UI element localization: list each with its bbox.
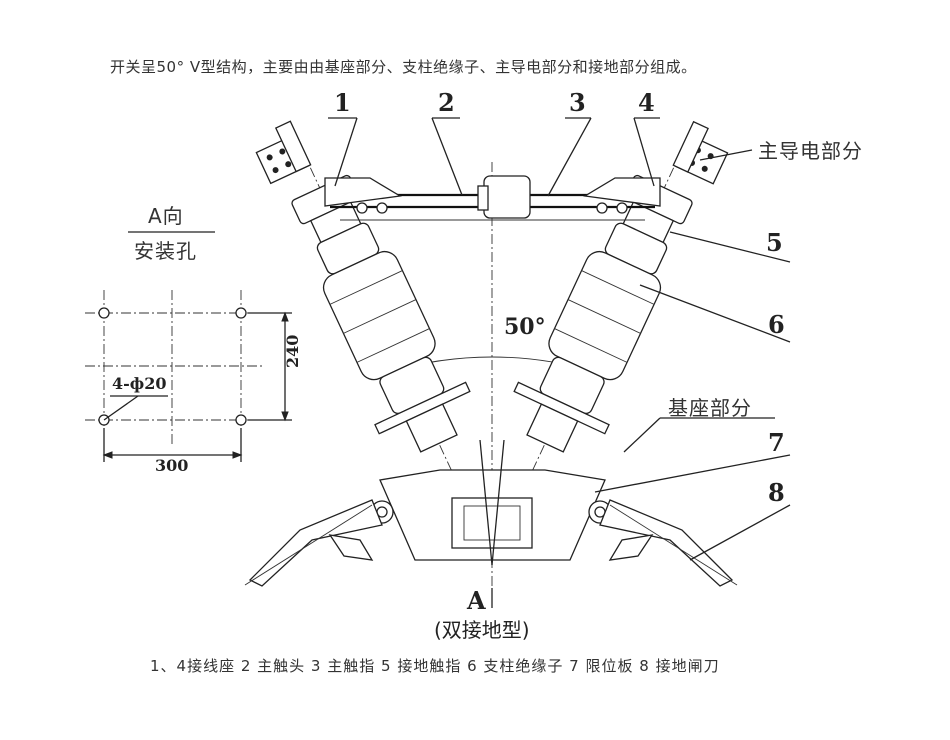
arm-bolt: [356, 202, 368, 214]
callout-6: 6: [768, 310, 785, 339]
callout-1: 1: [334, 88, 351, 117]
dim-arrow: [232, 451, 243, 459]
insulator-shed: [343, 299, 417, 334]
terminal-bolt: [701, 165, 708, 172]
mounting-hole: [235, 414, 247, 426]
right-pedestal: [526, 403, 579, 453]
arm-bolt: [376, 202, 388, 214]
leader-1: [334, 117, 358, 187]
width-dimension-label: 300: [155, 456, 189, 475]
leader-5: [669, 231, 791, 263]
left-pedestal: [405, 403, 458, 453]
leader-3: [547, 117, 592, 197]
intro-description: 开关呈50° V型结构，主要由由基座部分、支柱绝缘子、主导电部分和接地部分组成。: [110, 58, 697, 76]
arm-bolt: [596, 202, 608, 214]
right-earthing-blade: [599, 499, 738, 587]
hole-leader: [103, 395, 139, 421]
left-post-insulator: [291, 151, 471, 506]
height-dimension-label: 240: [283, 334, 302, 368]
mounting-view-title: A向: [148, 204, 184, 228]
hole-spec-label: 4-ф20: [112, 374, 167, 393]
left-blade-rod: [244, 504, 373, 586]
callout-7: 7: [768, 428, 785, 457]
left-blade-counterweight: [328, 534, 374, 561]
right-blade-body: [599, 499, 734, 587]
insulator-shed: [567, 299, 641, 334]
left-blade-body: [248, 499, 383, 587]
callout-leaders: [328, 117, 791, 608]
callout-8: 8: [768, 478, 785, 507]
base-label: 基座部分: [668, 396, 752, 420]
terminal-bolt: [266, 154, 273, 161]
view-a-label: A: [467, 586, 486, 615]
arm-bolt: [616, 202, 628, 214]
leader-base: [623, 417, 661, 453]
main-contact-cap: [477, 185, 489, 211]
right-post-insulator: [513, 151, 693, 506]
dim-arrow: [281, 411, 289, 422]
callout-2: 2: [438, 88, 455, 117]
terminal-bolt: [279, 148, 286, 155]
terminal-bolt: [285, 161, 292, 168]
terminal-bolt: [272, 167, 279, 174]
callout-3: 3: [569, 88, 586, 117]
base-rib: [491, 439, 505, 566]
leader-2: [431, 117, 463, 196]
callout-4: 4: [638, 88, 655, 117]
left-earthing-blade: [244, 499, 383, 587]
base-rib: [479, 439, 493, 566]
right-blade-counterweight: [608, 534, 654, 561]
insulator-shed: [554, 328, 628, 363]
main-conductive-arms: [324, 175, 661, 221]
insulator-shed: [581, 270, 655, 305]
right-blade-rod: [609, 504, 738, 586]
insulator-shed: [356, 328, 430, 363]
base-center-window: [463, 505, 521, 541]
leader-main-conductive: [699, 149, 753, 161]
main-conductive-label: 主导电部分: [758, 139, 863, 163]
mounting-hole-title: 安装孔: [134, 239, 197, 263]
variant-label: (双接地型): [434, 618, 530, 642]
left-arm-clamp: [324, 177, 402, 207]
main-contact-housing: [483, 175, 531, 219]
right-arm-clamp: [583, 177, 661, 207]
parts-legend: 1、4接线座 2 主触头 3 主触指 5 接地触指 6 支柱绝缘子 7 限位板 …: [150, 657, 720, 675]
right-terminal-pad: [672, 120, 729, 185]
leader-6: [639, 284, 791, 343]
left-terminal-pad: [255, 120, 312, 185]
dim-arrow: [102, 451, 113, 459]
dim-arrow: [281, 311, 289, 322]
mounting-hole: [98, 307, 110, 319]
leader-4: [633, 117, 655, 187]
callout-5: 5: [766, 228, 783, 257]
mounting-hole-pattern: [85, 231, 292, 462]
insulator-shed: [329, 270, 403, 305]
left-terminal-stem: [274, 120, 312, 173]
right-terminal-stem: [672, 120, 709, 173]
angle-label: 50°: [504, 314, 546, 340]
leader-7: [594, 454, 791, 493]
leader-8: [689, 504, 791, 561]
mounting-hole: [235, 307, 247, 319]
base-frame: [370, 439, 612, 566]
